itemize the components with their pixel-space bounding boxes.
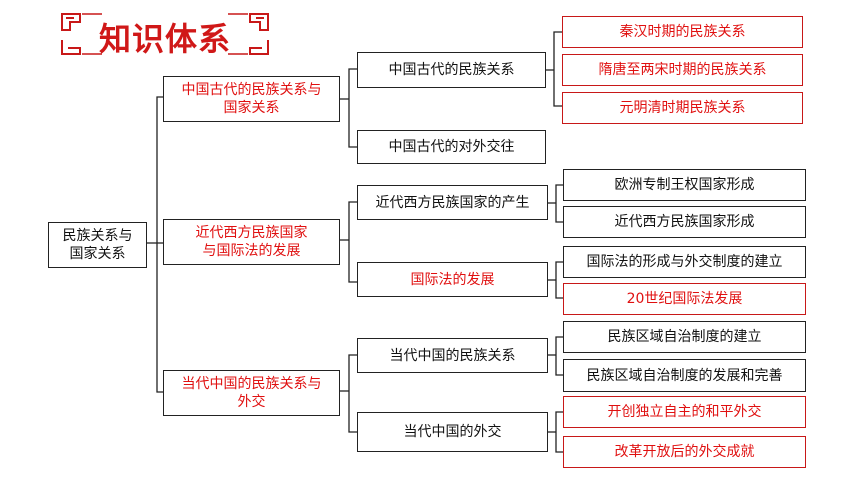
level3-node-reform-diplomacy: 改革开放后的外交成就 [563, 436, 806, 468]
level3-node-20th-century-law: 20世纪国际法发展 [563, 283, 806, 315]
root-node: 民族关系与 国家关系 [48, 222, 147, 268]
level2-node-nation-state-origin: 近代西方民族国家的产生 [357, 185, 548, 220]
level1-node-modern-west: 近代西方民族国家 与国际法的发展 [163, 219, 340, 265]
title-banner: 知识体系 [58, 10, 272, 58]
level3-node-sui-tang-song: 隋唐至两宋时期的民族关系 [562, 54, 803, 86]
level2-node-intl-law: 国际法的发展 [357, 262, 548, 297]
level2-node-ancient-foreign: 中国古代的对外交往 [357, 130, 546, 164]
level2-node-ancient-ethnic: 中国古代的民族关系 [357, 52, 546, 88]
level2-node-contemporary-ethnic: 当代中国的民族关系 [357, 338, 548, 373]
level2-node-contemporary-diplomacy: 当代中国的外交 [357, 412, 548, 452]
page-title: 知识体系 [98, 20, 231, 58]
level1-node-ancient-china: 中国古代的民族关系与 国家关系 [163, 76, 340, 122]
level3-node-yuan-ming-qing: 元明清时期民族关系 [562, 92, 803, 124]
level3-node-absolutism: 欧洲专制王权国家形成 [563, 169, 806, 201]
level3-node-intl-law-formation: 国际法的形成与外交制度的建立 [563, 246, 806, 278]
level1-node-contemporary-china: 当代中国的民族关系与 外交 [163, 370, 340, 416]
level3-node-qin-han: 秦汉时期的民族关系 [562, 16, 803, 48]
level3-node-nation-state-form: 近代西方民族国家形成 [563, 206, 806, 238]
title-frame-ornament [61, 13, 269, 55]
level3-node-autonomy-developed: 民族区域自治制度的发展和完善 [563, 359, 806, 392]
level3-node-autonomy-established: 民族区域自治制度的建立 [563, 321, 806, 353]
level3-node-peaceful-diplomacy: 开创独立自主的和平外交 [563, 396, 806, 428]
